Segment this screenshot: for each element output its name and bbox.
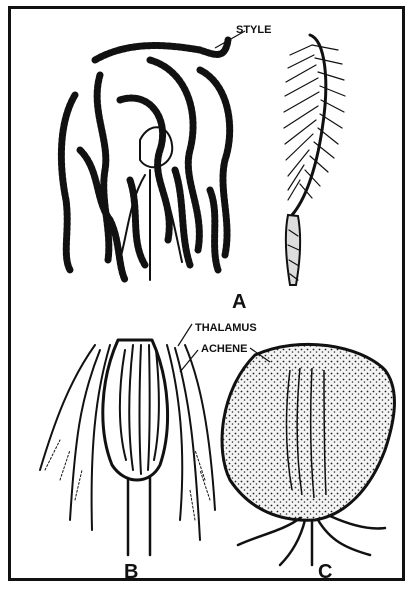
achene-label: ACHENE <box>201 343 247 355</box>
feathery-style-drawing <box>284 35 345 285</box>
thalamus-label: THALAMUS <box>195 322 257 334</box>
flower-with-styles-drawing <box>61 40 229 280</box>
section-drawing <box>40 340 215 555</box>
panel-c-label: C <box>318 561 332 583</box>
strawberry-drawing <box>222 344 394 565</box>
style-label: STYLE <box>236 24 271 36</box>
panel-b-label: B <box>124 561 138 583</box>
thalamus-leader-line <box>178 324 192 346</box>
panel-a-label: A <box>232 291 246 313</box>
